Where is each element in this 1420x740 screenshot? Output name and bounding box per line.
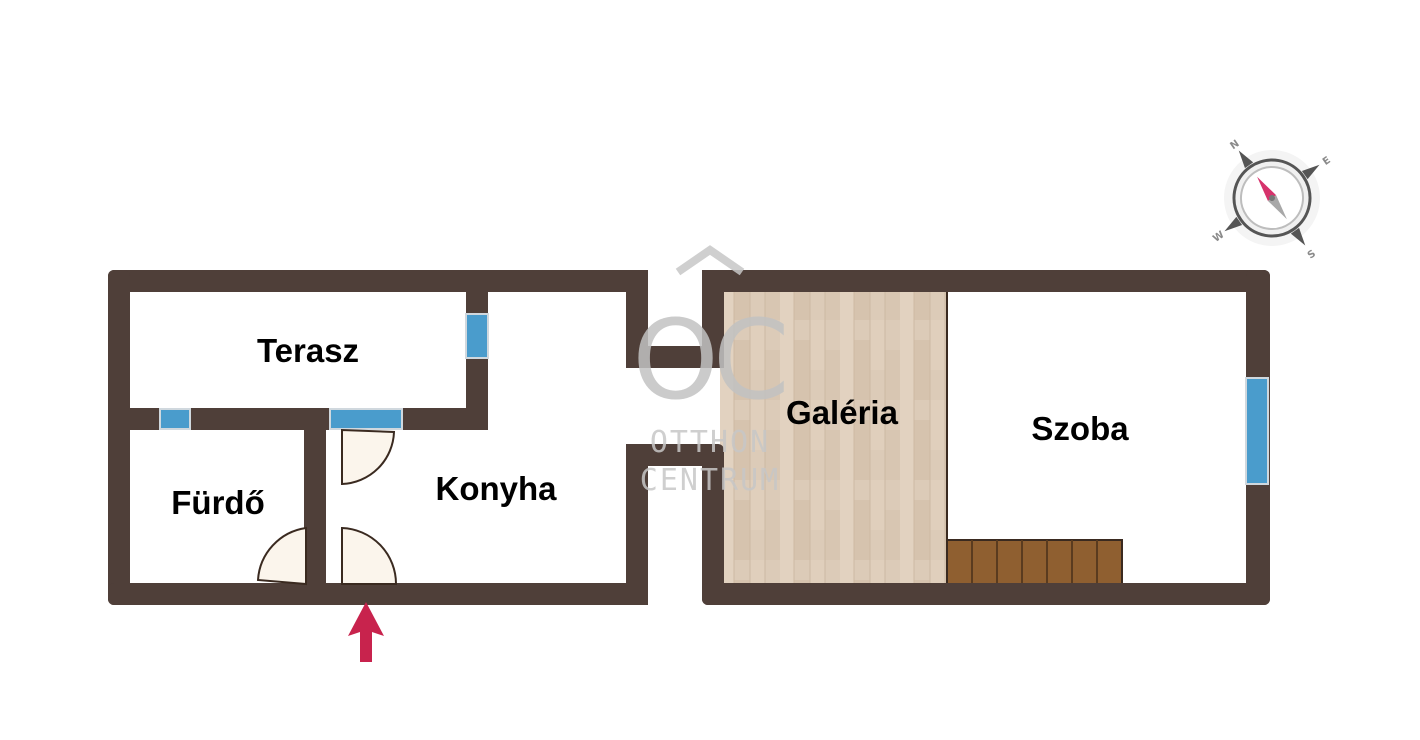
room-label-szoba: Szoba [1031,410,1129,447]
compass-s: S [1306,248,1318,261]
watermark-line2: CENTRUM [640,463,780,498]
window-szoba [1245,377,1269,485]
room-label-terasz: Terasz [257,332,359,369]
gallery-floor [720,290,946,584]
compass-w: W [1211,229,1226,244]
door-konyha-bottom [341,526,398,585]
window-terasz [465,313,489,359]
stairs [946,539,1123,585]
room-label-galeria: Galéria [786,394,899,431]
left-unit-walls [108,270,716,605]
room-label-konyha: Konyha [435,470,557,507]
watermark-monogram: OC [632,296,784,424]
windows [159,313,1269,485]
doors [256,428,398,586]
window-konyha [329,408,403,430]
entrance-arrow-icon [348,602,384,662]
door-konyha-top [341,428,396,486]
room-label-furdo: Fürdő [171,484,264,521]
compass-icon: N E S W [1211,138,1333,261]
compass-e: E [1321,155,1333,168]
watermark-line1: OTTHON [650,425,770,460]
watermark: OC OTTHON CENTRUM [632,245,790,498]
window-furdo [159,408,191,430]
compass-n: N [1228,138,1241,152]
door-furdo [256,526,307,586]
